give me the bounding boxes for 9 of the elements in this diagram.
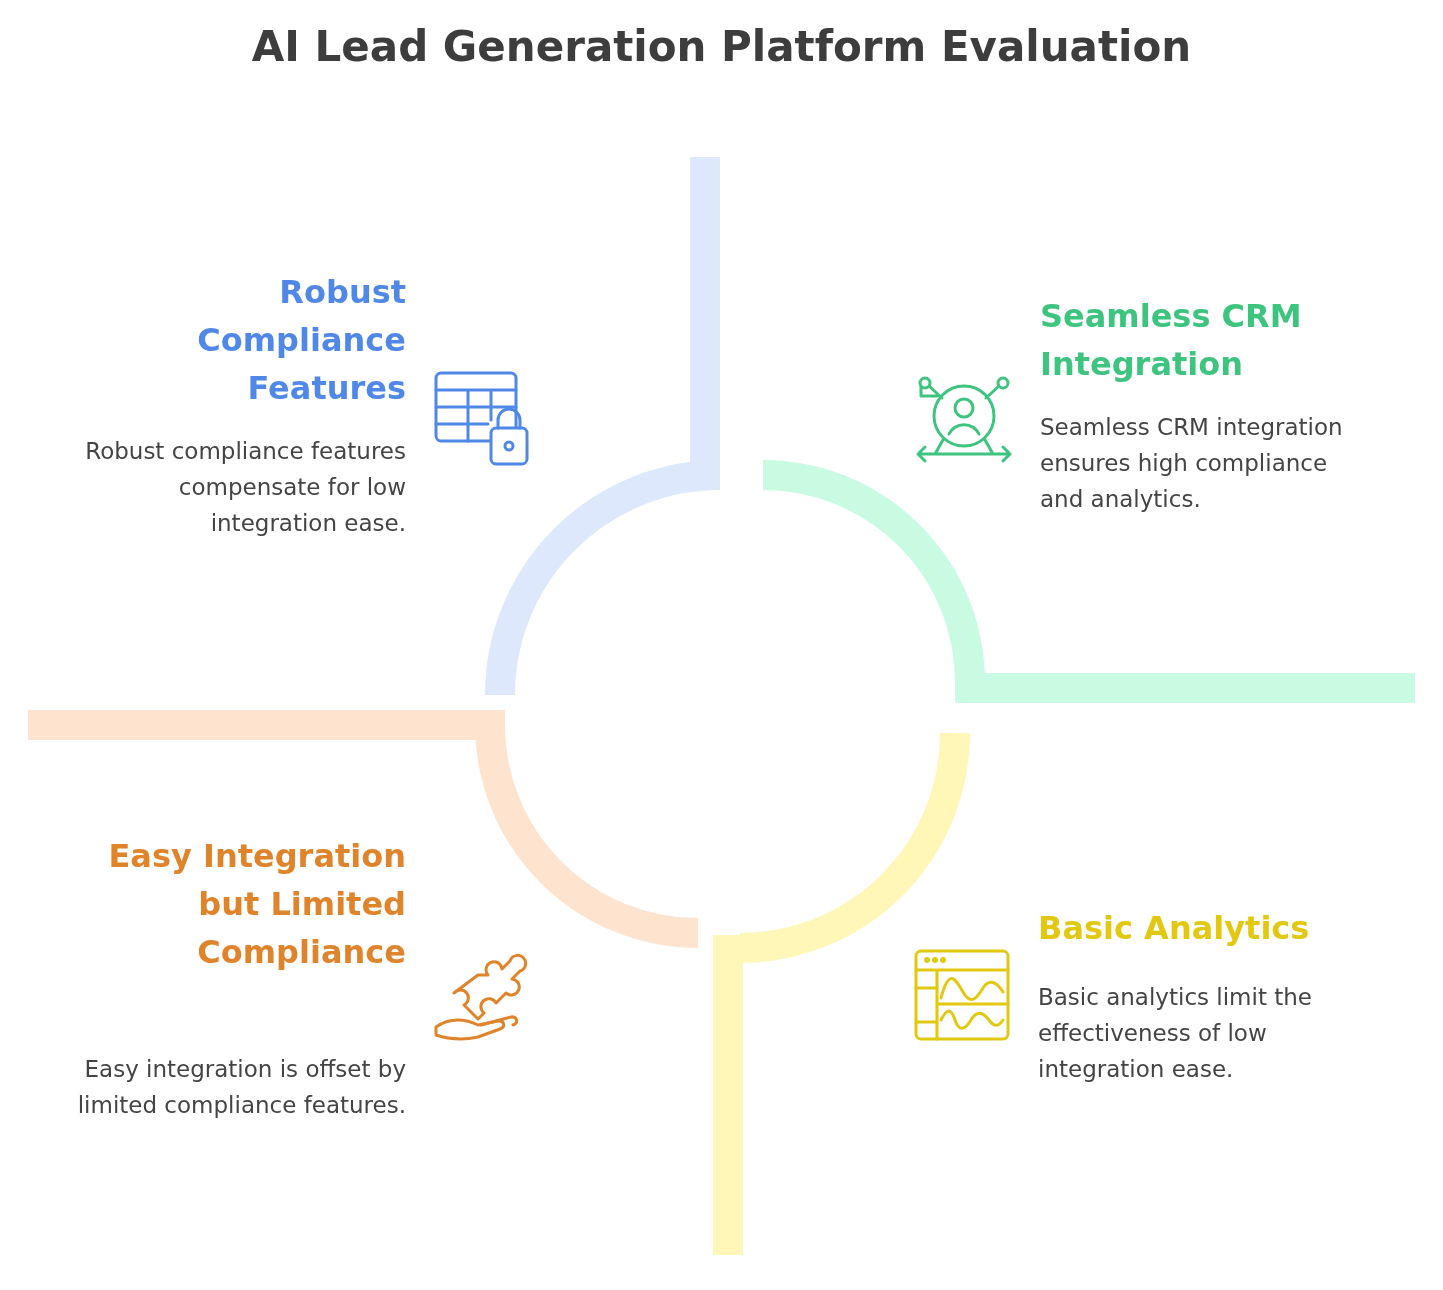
quadrant-description: Easy integration is offset by limited compliance features. <box>76 1055 406 1120</box>
quadrant-description: Basic analytics limit the effectiveness of low integration ease. <box>1038 983 1313 1084</box>
quadrant-heading: Robust Compliance Features <box>196 272 406 409</box>
quadrant-heading: Basic Analytics <box>1038 908 1311 949</box>
quadrant-heading: Seamless CRM Integration <box>1040 296 1303 385</box>
quadrant-heading: Easy Integration but Limited Compliance <box>107 836 406 973</box>
diagram-title: AI Lead Generation Platform Evaluation <box>250 22 1193 71</box>
quadrant-description: Robust compliance features compensate for low integration ease. <box>84 437 406 538</box>
quadrant-description: Seamless CRM integration ensures high compliance and analytics. <box>1040 413 1344 514</box>
